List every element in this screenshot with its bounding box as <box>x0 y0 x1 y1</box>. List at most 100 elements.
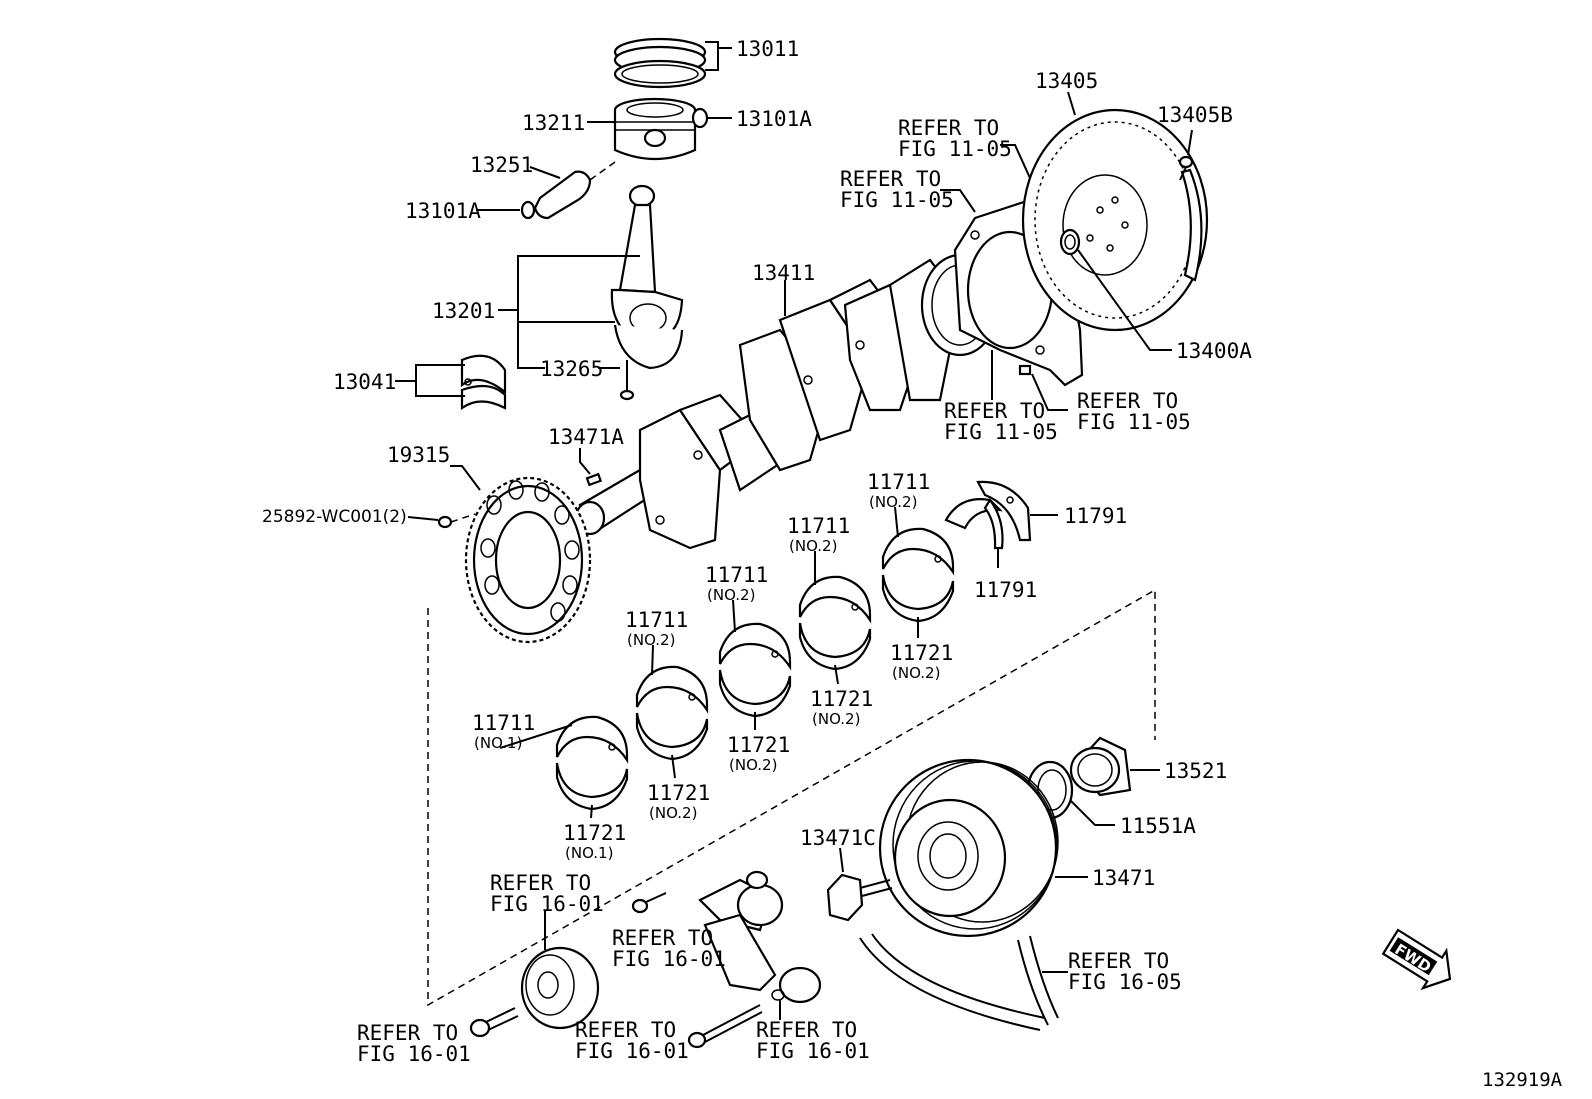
main-bearing-pair: 11711(NO.2)11721(NO.2) <box>787 514 873 728</box>
label-13405: 13405 <box>1035 69 1098 93</box>
label-13405B: 13405B <box>1157 103 1233 127</box>
label-13101A-left: 13101A <box>405 199 481 223</box>
ref-1601-d-line2[interactable]: FIG 16-01 <box>575 1039 689 1063</box>
upper-leader <box>732 599 736 633</box>
upper-bearing-shell <box>718 622 792 671</box>
main-bearing-set: 11711(NO.1)11721(NO.1)11711(NO.2)11721(N… <box>472 470 955 862</box>
label-13471A: 13471A <box>548 425 624 449</box>
lower-bearing-shell <box>718 669 792 718</box>
pulley-bolt <box>826 873 893 922</box>
pilot-bearing <box>1059 228 1081 256</box>
thrust-washer-lower <box>944 498 1004 550</box>
ref-1601-d-line1[interactable]: REFER TO <box>575 1018 676 1042</box>
ref-1105-c-line2[interactable]: FIG 11-05 <box>944 420 1058 444</box>
ref-1105-d-line1[interactable]: REFER TO <box>1077 389 1178 413</box>
bearing-upper-number: 11711 <box>787 514 850 538</box>
bearing-upper-note: (NO.2) <box>869 493 917 511</box>
thrust-washer-upper <box>976 480 1032 542</box>
label-13011-leader <box>705 41 732 71</box>
main-bearing-pair: 11711(NO.1)11721(NO.1) <box>472 711 629 862</box>
piston-ring-set <box>613 37 707 89</box>
ref-1601-a-line1[interactable]: REFER TO <box>490 871 591 895</box>
bearing-upper-number: 11711 <box>867 470 930 494</box>
assembly-boundary <box>427 588 1156 1007</box>
fwd-arrow-icon: FWD <box>1381 928 1452 991</box>
bearing-upper-note: (NO.2) <box>789 537 837 555</box>
ref-1605-line1[interactable]: REFER TO <box>1068 949 1169 973</box>
ref-1605-line2[interactable]: FIG 16-05 <box>1068 970 1182 994</box>
upper-leader <box>499 724 573 749</box>
ref-1601-a-line2[interactable]: FIG 16-01 <box>490 892 604 916</box>
label-13041: 13041 <box>333 370 396 394</box>
label-11791-lower: 11791 <box>974 578 1037 602</box>
ref-1601-e-line2[interactable]: FIG 16-01 <box>756 1039 870 1063</box>
tensioner-assembly <box>698 870 822 1004</box>
lower-leader <box>671 754 676 779</box>
dowel-pin <box>1018 364 1032 376</box>
label-11791-upper: 11791 <box>1064 504 1127 528</box>
ref-1601-b-line2[interactable]: FIG 16-01 <box>357 1042 471 1066</box>
main-bearing-pair: 11711(NO.2)11721(NO.2) <box>705 563 792 774</box>
bearing-lower-number: 11721 <box>647 781 710 805</box>
ref-1601-c-line2[interactable]: FIG 16-01 <box>612 947 726 971</box>
ref-1105-c-line1[interactable]: REFER TO <box>944 399 1045 423</box>
label-13201: 13201 <box>432 299 495 323</box>
piston <box>613 97 697 161</box>
connecting-rod <box>610 184 684 370</box>
label-13521: 13521 <box>1164 759 1227 783</box>
bearing-lower-number: 11721 <box>563 821 626 845</box>
v-ribbed-belt <box>859 933 1059 1031</box>
bearing-lower-note: (NO.2) <box>892 664 940 682</box>
bearing-lower-number: 11721 <box>810 687 873 711</box>
ref-1105-a-line1[interactable]: REFER TO <box>898 116 999 140</box>
upper-leader <box>651 644 654 676</box>
upper-bearing-shell <box>881 527 955 576</box>
rod-bearing <box>460 354 507 411</box>
oil-hole <box>688 693 696 701</box>
oil-hole <box>771 650 779 658</box>
label-13011: 13011 <box>736 37 799 61</box>
ref-1601-e-line1[interactable]: REFER TO <box>756 1018 857 1042</box>
idler-pulley <box>520 946 600 1030</box>
label-25892: 25892-WC001(2) <box>262 507 407 527</box>
snap-ring-left <box>520 200 536 220</box>
label-13400A: 13400A <box>1176 339 1252 363</box>
bearing-lower-note: (NO.2) <box>649 804 697 822</box>
ref-1105-d-line2[interactable]: FIG 11-05 <box>1077 410 1191 434</box>
lower-bearing-shell <box>555 762 629 811</box>
label-13265: 13265 <box>540 357 603 381</box>
lower-leader <box>834 664 839 685</box>
idler-bolt <box>469 1007 519 1038</box>
label-13471: 13471 <box>1092 866 1155 890</box>
drive-plate-bolt <box>1178 155 1194 181</box>
main-bearing-pair: 11711(NO.2)11721(NO.2) <box>867 470 955 682</box>
ref-1105-b-line1[interactable]: REFER TO <box>840 167 941 191</box>
tensioner-bolt-top <box>631 892 667 914</box>
label-13201-leader <box>498 255 640 369</box>
bearing-upper-number: 11711 <box>472 711 535 735</box>
ref-1601-c-line1[interactable]: REFER TO <box>612 926 713 950</box>
piston-pin <box>533 161 616 220</box>
upper-bearing-shell <box>555 715 629 764</box>
upper-leader <box>894 506 899 538</box>
lower-bearing-shell <box>635 712 709 761</box>
crankshaft <box>574 253 1000 550</box>
upper-bearing-shell <box>798 575 872 624</box>
lower-bearing-shell <box>881 574 955 623</box>
bearing-lower-note: (NO.1) <box>565 844 613 862</box>
bearing-lower-number: 11721 <box>890 641 953 665</box>
snap-ring-top <box>691 107 709 129</box>
tensioner-bolt-long <box>687 1004 763 1049</box>
label-13211: 13211 <box>522 111 585 135</box>
ref-1105-b-line2[interactable]: FIG 11-05 <box>840 188 954 212</box>
oil-hole <box>851 603 859 611</box>
label-13471C: 13471C <box>800 826 876 850</box>
label-11551A: 11551A <box>1120 814 1196 838</box>
label-19315: 19315 <box>387 443 450 467</box>
ref-1601-b-line1[interactable]: REFER TO <box>357 1021 458 1045</box>
bearing-upper-note: (NO.2) <box>707 586 755 604</box>
crank-timing-gear <box>1069 736 1132 797</box>
ref-1105-a-line2[interactable]: FIG 11-05 <box>898 137 1012 161</box>
lower-leader <box>590 804 593 819</box>
